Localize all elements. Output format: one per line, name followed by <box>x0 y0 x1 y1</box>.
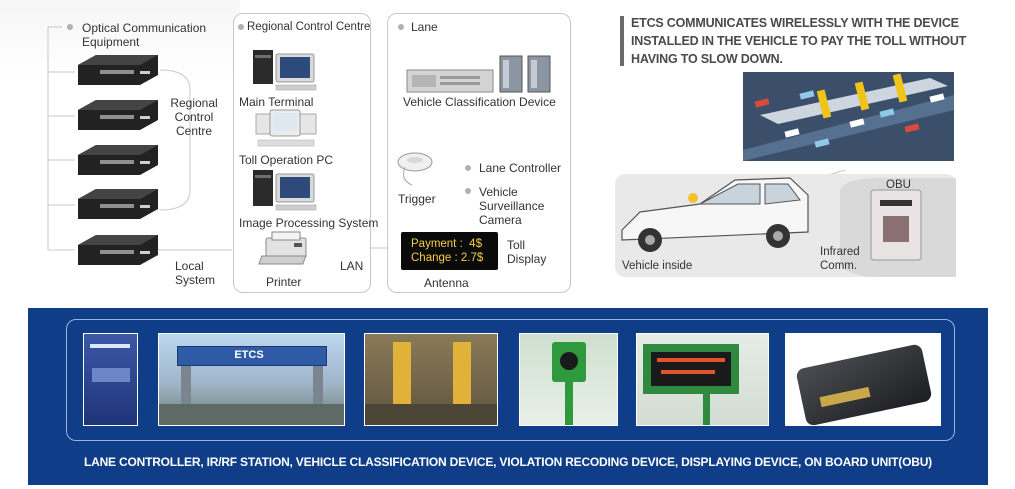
payment-label: Payment : <box>411 238 463 250</box>
optical-unit-icon <box>78 100 158 130</box>
optical-equipment-title-1: Optical Communication <box>82 21 207 35</box>
change-row: Change : 2.7$ <box>411 251 498 265</box>
vehicle-classification-label: Vehicle Classification Device <box>403 95 556 109</box>
optical-equipment-title-2: Equipment <box>82 35 140 49</box>
change-label: Change : <box>411 252 458 264</box>
optical-unit-icon <box>78 145 158 175</box>
optical-unit-icon <box>78 55 158 85</box>
toll-operation-pc-label: Toll Operation PC <box>239 153 334 167</box>
headline-accent-bar <box>620 16 624 66</box>
infrared-label-1: Infrared <box>820 246 860 258</box>
headline-line-2: INSTALLED IN THE VEHICLE TO PAY THE TOLL… <box>631 34 967 48</box>
camera-label-1: Vehicle <box>479 185 518 199</box>
gantry-post-right <box>313 366 323 425</box>
local-system-label-1: Local <box>175 259 204 273</box>
optical-unit-icon <box>78 189 158 219</box>
lane-controller-label: Lane Controller <box>479 161 562 175</box>
bullet-icon <box>465 188 471 194</box>
bullet-icon <box>238 24 244 30</box>
bullet-icon <box>465 165 471 171</box>
ground <box>365 404 497 425</box>
toll-display-label-1: Toll <box>507 238 526 252</box>
vehicle-classification-device-photo <box>364 333 498 426</box>
camera-lens-icon <box>560 352 578 370</box>
cabinet-label <box>92 368 130 382</box>
on-board-unit-photo <box>785 333 941 426</box>
obu-device-icon <box>870 189 922 261</box>
led-row <box>657 358 725 362</box>
toll-display-label-2: Display <box>507 252 547 266</box>
headline-line-3: HAVING TO SLOW DOWN. <box>631 52 783 66</box>
gantry-beam <box>177 346 327 366</box>
desktop-computer-icon <box>255 109 317 147</box>
main-terminal-label: Main Terminal <box>239 95 314 109</box>
vehicle-inside-label: Vehicle inside <box>622 260 693 272</box>
led-panel <box>651 352 731 386</box>
regional-label-1: Regional <box>170 96 218 110</box>
led-row <box>661 370 715 374</box>
cabinet-plate <box>90 344 130 348</box>
desktop-computer-icon <box>253 50 317 91</box>
lane-controller-cabinet-photo <box>83 333 138 426</box>
camera-pole <box>565 382 573 425</box>
camera-label-2: Surveillance <box>479 199 545 213</box>
sensor-pole-left <box>393 342 411 422</box>
regional-label-2: Control <box>174 110 214 124</box>
gantry-sign-text: ETCS <box>234 349 264 361</box>
infrared-label-2: Comm. <box>820 260 858 272</box>
equipment-photo-frame <box>66 319 955 441</box>
sensor-pole-right <box>453 342 471 422</box>
trigger-sensor-icon <box>397 152 433 186</box>
optical-unit-icon <box>78 235 158 265</box>
violation-recording-camera-photo <box>519 333 618 426</box>
road <box>159 404 344 425</box>
headline: ETCS COMMUNICATES WIRELESSLY WITH THE DE… <box>631 14 971 68</box>
antenna-label: Antenna <box>424 276 469 290</box>
display-sign-photo <box>636 333 769 426</box>
desktop-computer-icon <box>253 170 317 211</box>
regional-label-3: Centre <box>175 124 213 138</box>
ir-rf-station-gantry-photo: ETCS <box>158 333 345 426</box>
printer-label: Printer <box>266 275 302 289</box>
car-icon <box>621 177 809 252</box>
camera-label-3: Camera <box>479 213 522 227</box>
payment-row: Payment : 4$ <box>411 237 498 251</box>
local-system-label-2: System <box>175 273 216 287</box>
change-value: 2.7$ <box>460 252 484 264</box>
regional-centre-title: Regional Control Centre <box>247 21 371 33</box>
obu-body <box>795 343 933 425</box>
lan-label: LAN <box>340 259 364 273</box>
sign-pole <box>703 394 710 425</box>
bullet-icon <box>398 24 404 30</box>
bullet-icon <box>67 24 73 30</box>
image-processing-label: Image Processing System <box>239 216 379 230</box>
trigger-label: Trigger <box>398 192 436 206</box>
payment-value: 4$ <box>469 238 482 250</box>
printer-icon <box>258 231 307 265</box>
toll-display-screen: Payment : 4$ Change : 2.7$ <box>401 232 498 270</box>
headline-line-1: ETCS COMMUNICATES WIRELESSLY WITH THE DE… <box>631 16 959 30</box>
equipment-caption: LANE CONTROLLER, IR/RF STATION, VEHICLE … <box>84 455 932 469</box>
obu-label: OBU <box>886 179 911 191</box>
rack-server-icon <box>406 55 551 93</box>
gantry-post-left <box>181 366 191 425</box>
lane-title: Lane <box>411 20 438 34</box>
